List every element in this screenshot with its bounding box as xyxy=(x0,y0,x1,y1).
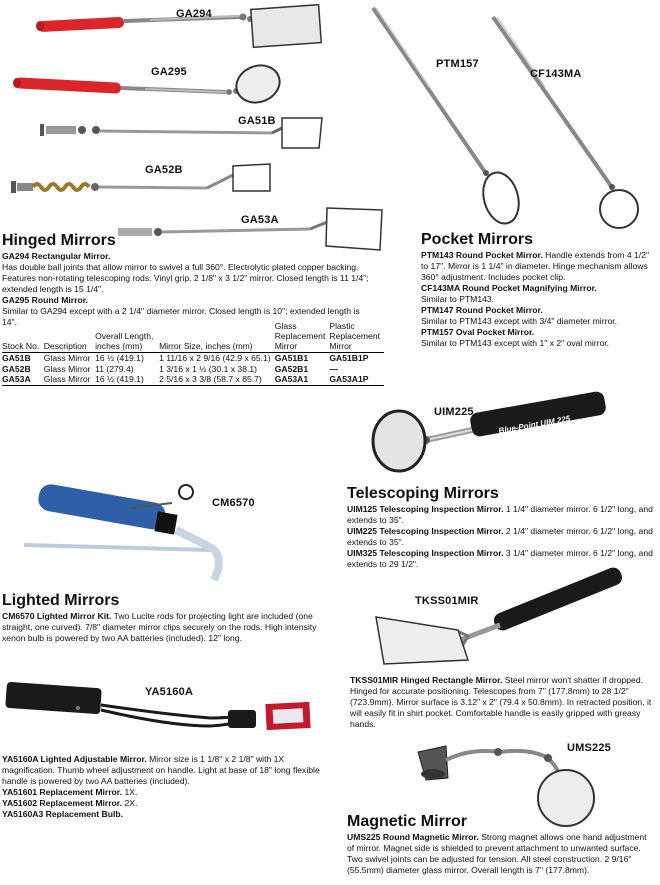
cell-stock-no: GA53A xyxy=(2,374,44,386)
label-ya5160a: YA5160A xyxy=(145,686,194,698)
lighted-title: Lighted Mirrors xyxy=(2,592,120,609)
hinged-spec-table: Stock No. Description Overall Length, in… xyxy=(2,321,384,386)
cell-length: 16 ½ (419.1) xyxy=(95,353,144,363)
cell-size: 1 3/16 x 1 ½ (30.1 x 38.1) xyxy=(159,363,258,374)
ga51b-illustration xyxy=(40,117,323,149)
header-mirror-size: Mirror Size, inches (mm) xyxy=(159,321,275,353)
cell-description: Glass Mirror xyxy=(43,374,96,386)
header-description: Description xyxy=(43,321,96,353)
pocket-title: Pocket Mirrors xyxy=(421,231,534,248)
uim225-illustration: Blue-Point UIM 225 xyxy=(371,391,606,473)
telescoping-description: UIM125 Telescoping Inspection Mirror. 1 … xyxy=(347,504,655,570)
ptm157-entry: PTM157 Oval Pocket Mirror.Similar to PTM… xyxy=(421,327,610,348)
label-uim225: UIM225 xyxy=(434,406,474,418)
label-ga294: GA294 xyxy=(176,8,212,20)
cm6570-illustration xyxy=(23,484,223,582)
header-overall-length: Overall Length, inches (mm) xyxy=(95,321,160,353)
label-ga53a: GA53A xyxy=(241,214,279,226)
table-row: GA52B Glass Mirror 11 (279.4) 1 3/16 x 1… xyxy=(2,364,384,375)
header-plastic-replacement: Plastic Replacement Mirror xyxy=(329,321,384,353)
hinged-title: Hinged Mirrors xyxy=(2,232,116,249)
cell-description: Glass Mirror xyxy=(43,353,91,363)
cell-size: 1 11/16 x 2 9/16 (42.9 x 65.1) xyxy=(159,353,271,363)
table-row: GA51B Glass Mirror 16 ½ (419.1) 1 11/16 … xyxy=(2,353,384,364)
cell-plastic: GA53A1P xyxy=(329,374,384,386)
label-cm6570: CM6570 xyxy=(212,497,255,509)
label-ga295: GA295 xyxy=(151,66,187,78)
label-ga51b: GA51B xyxy=(238,115,276,127)
table-row: GA53A Glass Mirror 16 ½ (419.1) 2 5/16 x… xyxy=(2,374,384,386)
pocket-description: PTM143 Round Pocket Mirror. Handle exten… xyxy=(421,250,655,349)
label-ga52b: GA52B xyxy=(145,164,183,176)
label-ums225: UMS225 xyxy=(567,742,611,754)
ga294-heading: GA294 Rectangular Mirror. xyxy=(2,251,111,261)
label-ptm157: PTM157 xyxy=(436,58,479,70)
ptm143-entry: PTM143 Round Pocket Mirror. Handle exten… xyxy=(421,250,650,282)
uim225-entry: UIM225 Telescoping Inspection Mirror. 2 … xyxy=(347,526,653,547)
ptm147-entry: PTM147 Round Pocket Mirror.Similar to PT… xyxy=(421,305,617,326)
cell-length: 11 (279.4) xyxy=(95,363,134,374)
tkss01mir-illustration xyxy=(375,567,623,665)
uim125-entry: UIM125 Telescoping Inspection Mirror. 1 … xyxy=(347,504,653,525)
cell-length: 16 ½ (419.1) xyxy=(95,374,160,386)
ga295-heading: GA295 Round Mirror. xyxy=(2,295,88,305)
cell-plastic: — xyxy=(329,363,338,374)
label-cf143ma: CF143MA xyxy=(530,68,582,80)
header-stock-no: Stock No. xyxy=(2,321,44,353)
ga52b-illustration xyxy=(11,163,271,193)
ya5160a-description: YA5160A Lighted Adjustable Mirror. Mirro… xyxy=(2,754,332,820)
ptm157-illustration xyxy=(371,6,520,225)
magnetic-title: Magnetic Mirror xyxy=(347,813,468,830)
cell-plastic: GA51B1P xyxy=(329,353,369,363)
cell-size: 2 5/16 x 3 3/8 (58.7 x 85.7) xyxy=(159,374,275,386)
cell-glass: GA52B1 xyxy=(274,363,309,374)
hinged-description: GA294 Rectangular Mirror. Has double bal… xyxy=(2,251,374,328)
ya5160a3-entry: YA5160A3 Replacement Bulb. xyxy=(2,809,124,819)
cell-glass: GA53A1 xyxy=(274,374,330,386)
cf143ma-entry: CF143MA Round Pocket Magnifying Mirror.S… xyxy=(421,283,597,304)
spec-table-header: Stock No. Description Overall Length, in… xyxy=(2,321,384,353)
ya5160a-entry: YA5160A Lighted Adjustable Mirror. Mirro… xyxy=(2,754,320,786)
label-tkss01mir: TKSS01MIR xyxy=(415,595,479,607)
header-glass-replacement: Glass Replacement Mirror xyxy=(274,321,330,353)
ya51602-entry: YA51602 Replacement Mirror. 2X. xyxy=(2,798,138,808)
ga294-text: Has double ball joints that allow mirror… xyxy=(2,262,369,294)
cell-description: Glass Mirror xyxy=(43,363,91,374)
telescoping-title: Telescoping Mirrors xyxy=(347,485,499,502)
cf143ma-illustration xyxy=(491,15,639,229)
magnetic-description: UMS225 Round Magnetic Mirror. Strong mag… xyxy=(347,832,647,875)
uim225-handle-text: Blue-Point UIM 225 xyxy=(498,414,571,436)
tkss01mir-description: TKSS01MIR Hinged Rectangle Mirror. Steel… xyxy=(350,675,652,729)
uim325-entry: UIM325 Telescoping Inspection Mirror. 3 … xyxy=(347,548,653,569)
lighted-description: CM6570 Lighted Mirror Kit. Two Lucite ro… xyxy=(2,611,317,643)
cell-stock-no: GA52B xyxy=(2,363,31,374)
ya51601-entry: YA51601 Replacement Mirror. 1X. xyxy=(2,787,138,797)
cell-stock-no: GA51B xyxy=(2,353,31,363)
ga295-illustration xyxy=(13,64,281,104)
cell-glass: GA51B1 xyxy=(274,353,309,363)
